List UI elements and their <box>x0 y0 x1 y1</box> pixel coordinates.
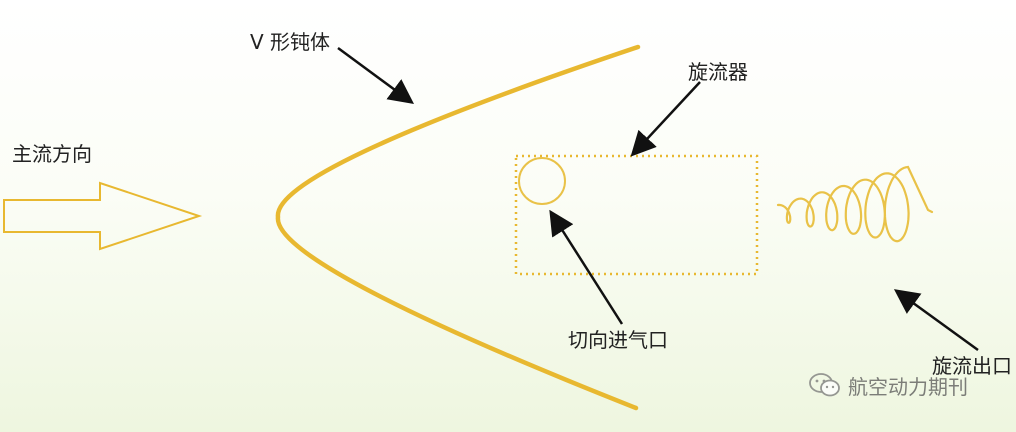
v-bluff-body <box>275 44 641 411</box>
watermark-text: 航空动力期刊 <box>848 374 968 399</box>
outlet-pointer-arrow <box>893 289 979 352</box>
main-flow-direction-label: 主流方向 <box>12 142 92 166</box>
swirl-spiral <box>776 165 934 243</box>
wechat-icon <box>809 373 840 397</box>
bluff-body-pointer-arrow <box>337 46 415 104</box>
tangential-inlet-circle <box>518 157 566 205</box>
watermark: 航空动力期刊 <box>808 370 968 400</box>
v-bluff-body-label: V 形钝体 <box>250 30 331 54</box>
inlet-pointer-arrow <box>549 209 624 325</box>
swirl-outlet-label: 旋流出口 <box>932 354 1012 378</box>
tangential-inlet-label: 切向进气口 <box>568 328 668 352</box>
swirler-label: 旋流器 <box>688 60 748 84</box>
main-flow-arrow <box>3 181 203 251</box>
swirler-pointer-arrow <box>630 81 701 157</box>
